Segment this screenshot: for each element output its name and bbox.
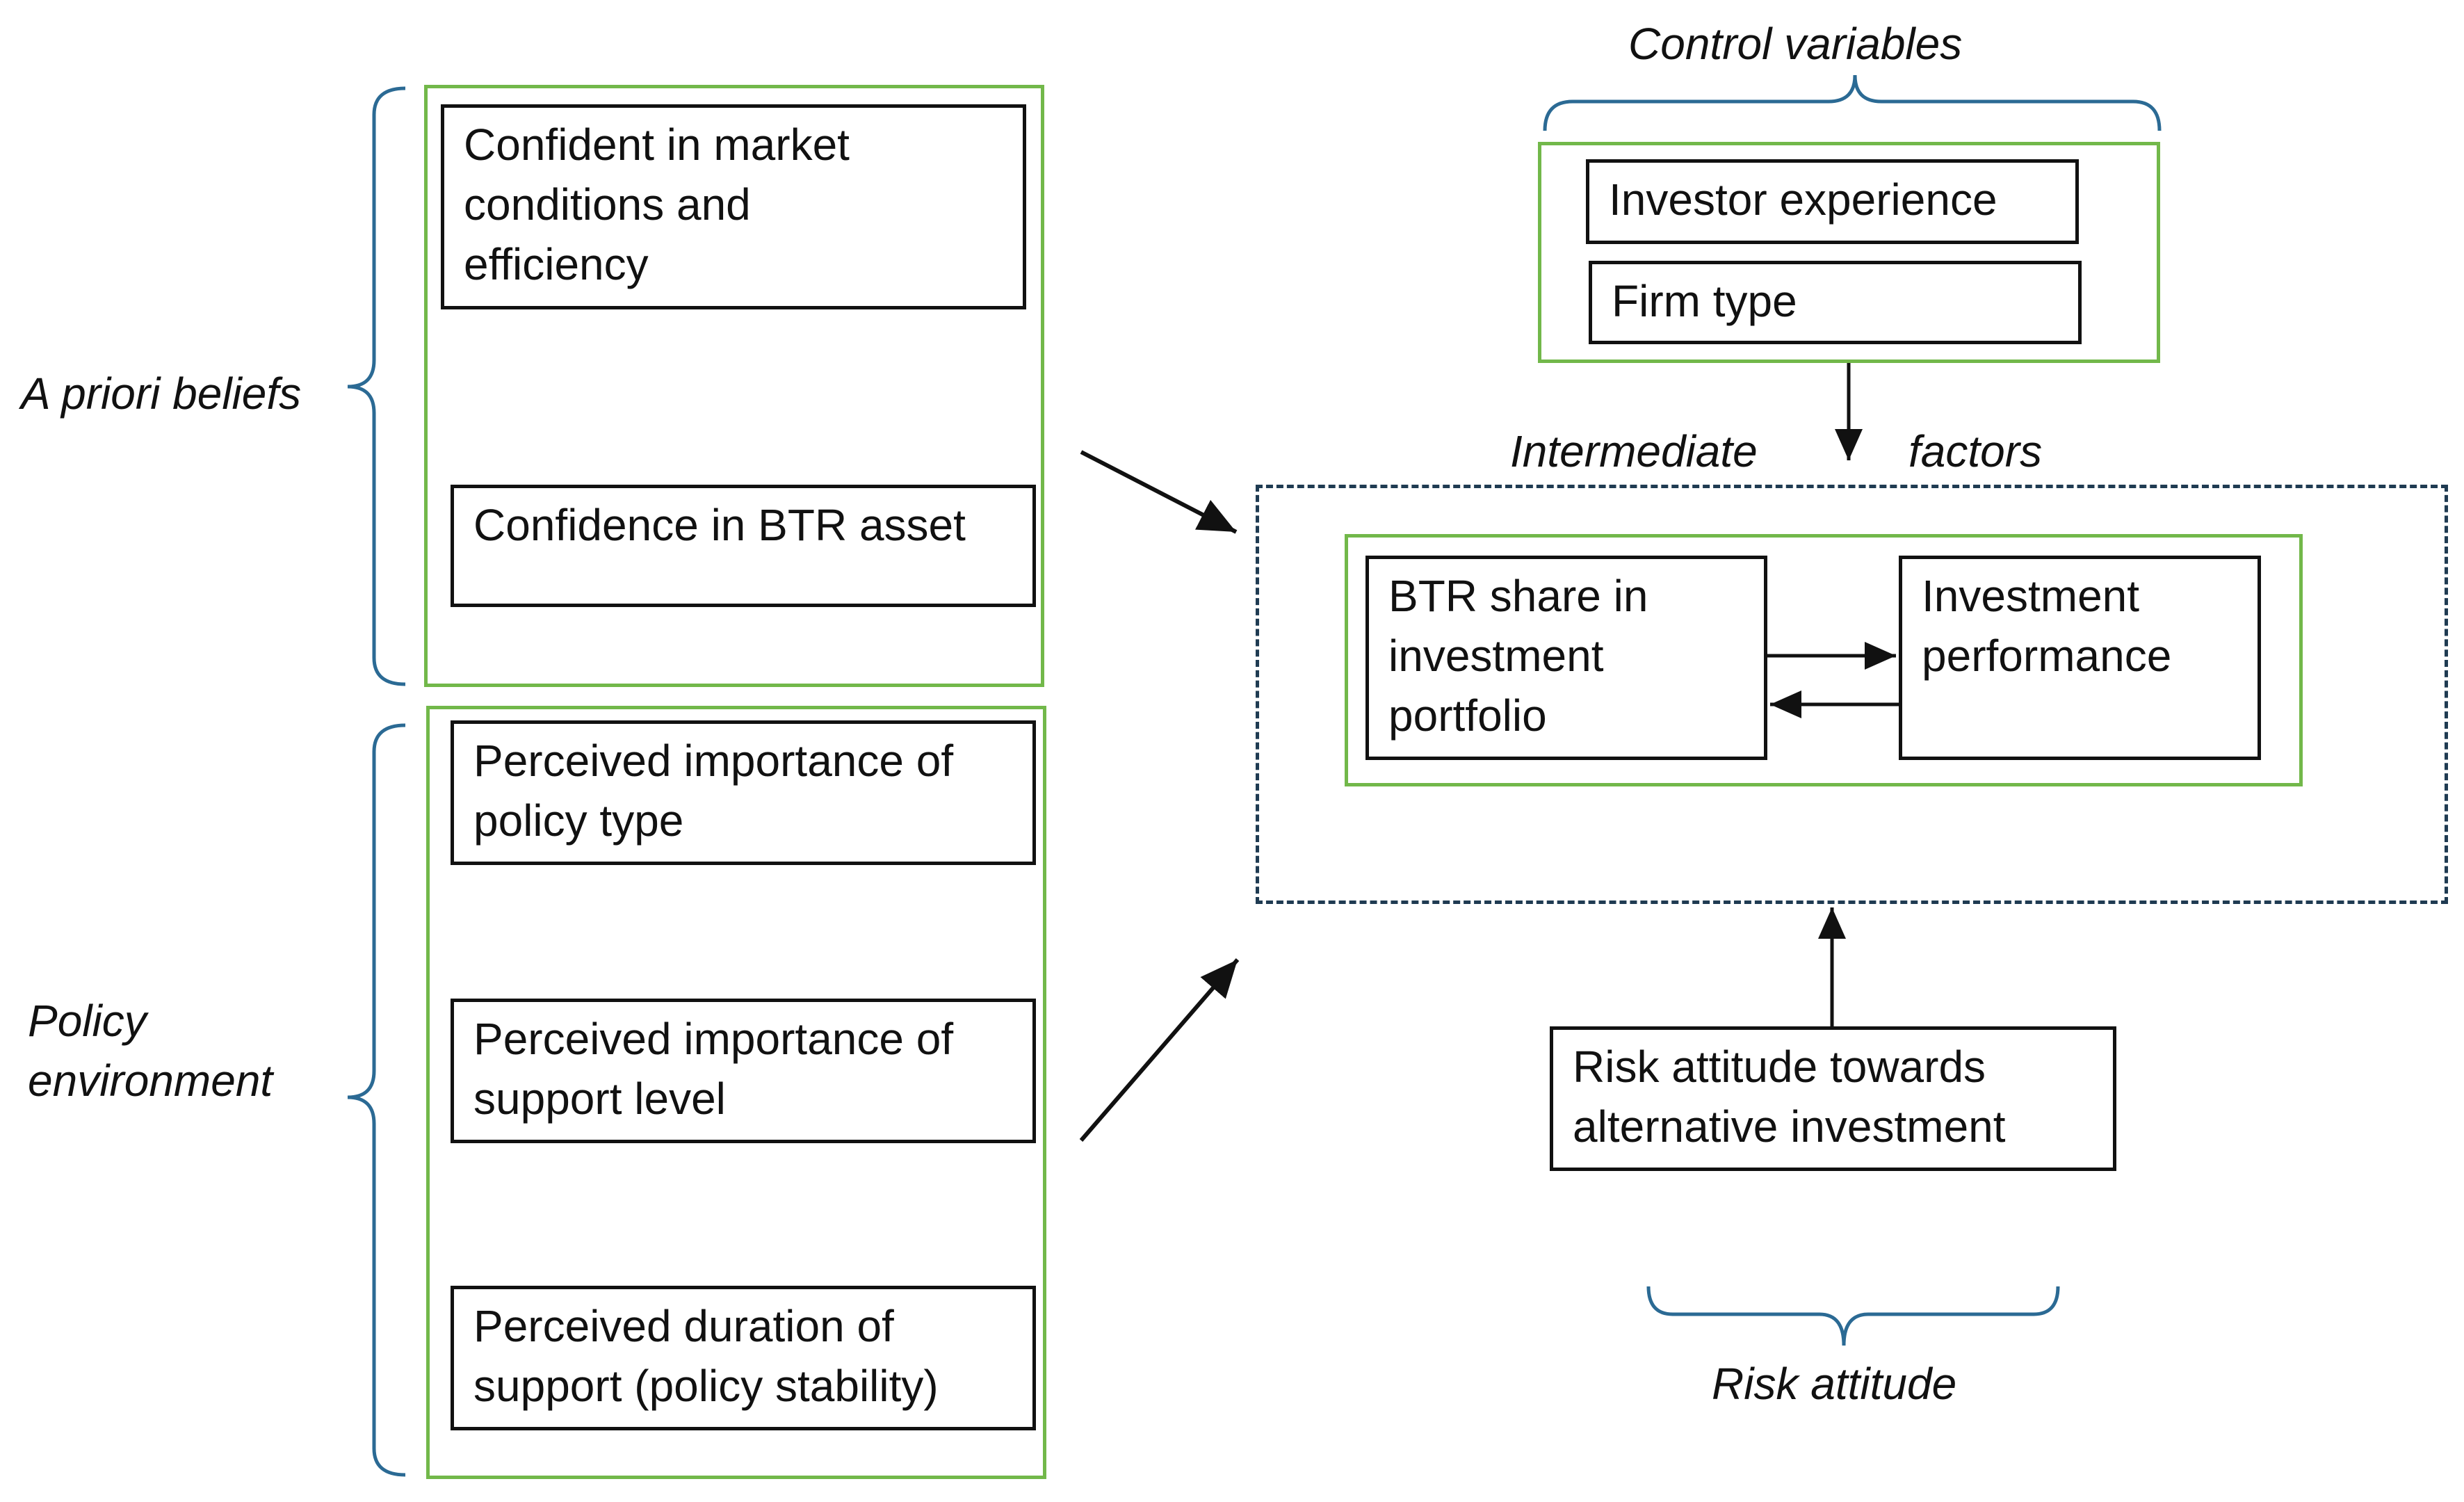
a-priori-beliefs-group: [424, 85, 1044, 687]
a-priori-beliefs-label: A priori beliefs: [21, 369, 302, 419]
btr-share-box: BTR share in investment portfolio: [1365, 556, 1767, 760]
support-duration-box: Perceived duration of support (policy st…: [451, 1286, 1036, 1430]
policy-environment-brace: [347, 723, 406, 1477]
risk-attitude-alt-box: Risk attitude towards alternative invest…: [1550, 1026, 2116, 1171]
market-confidence-box: Confident in market conditions and effic…: [441, 104, 1026, 309]
policy-type-box: Perceived importance of policy type: [451, 720, 1036, 865]
policy-to-intermediate-arrow: [1079, 958, 1240, 1142]
beliefs-to-intermediate-arrow: [1080, 450, 1238, 534]
intermediate-factors-group: [1345, 534, 2303, 786]
firm-type-box: Firm type: [1589, 261, 2082, 344]
control-variables-brace: [1543, 74, 2162, 131]
support-level-box: Perceived importance of support level: [451, 999, 1036, 1143]
risk-attitude-label: Risk attitude: [1712, 1359, 1957, 1409]
policy-environment-label: Policy environment: [28, 996, 273, 1106]
intermediate-factors-frame: [1256, 485, 2448, 904]
investment-performance-box: Investment performance: [1899, 556, 2261, 760]
policy-environment-group: [426, 706, 1046, 1479]
factors-label: factors: [1908, 426, 2043, 476]
control-variables-group: [1538, 142, 2160, 363]
investor-experience-box: Investor experience: [1586, 159, 2079, 244]
intermediate-label: Intermediate: [1510, 426, 1758, 476]
btr-confidence-box: Confidence in BTR asset: [451, 485, 1036, 607]
risk-attitude-brace: [1646, 1286, 2060, 1346]
control-variables-label: Control variables: [1628, 19, 1963, 69]
a-priori-brace: [347, 86, 406, 686]
